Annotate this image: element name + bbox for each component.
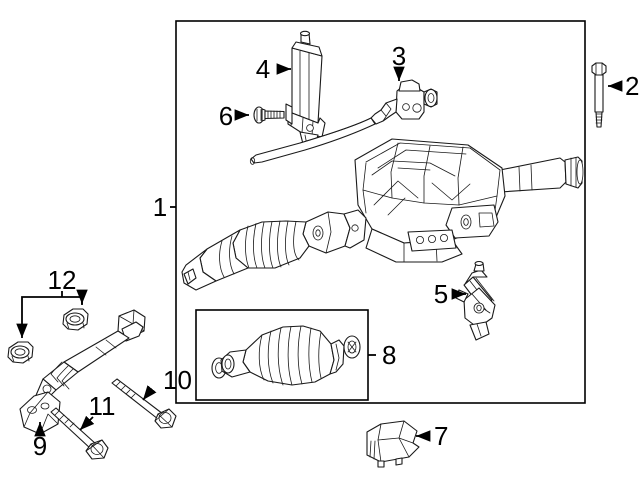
- callout-5-label: 5: [434, 279, 448, 309]
- callout-10-leader: [142, 385, 157, 401]
- callout-10-label: 10: [163, 365, 192, 395]
- part-11-flange-bolt: [50, 407, 109, 460]
- callout-4-label: 4: [256, 54, 270, 84]
- callout-12-bracket-leader: [16, 289, 88, 338]
- callout-3-label: 3: [392, 41, 406, 71]
- callout-7-label: 7: [434, 421, 448, 451]
- part-2-long-hex-bolt: [591, 62, 607, 128]
- callout-1-label: 1: [153, 192, 167, 222]
- wire-harness-cable: [249, 117, 376, 165]
- callout-9-label: 9: [33, 431, 47, 461]
- part-1-steering-column: [181, 138, 584, 291]
- callout-6-label: 6: [219, 101, 233, 131]
- callout-11-label: 11: [89, 391, 116, 421]
- part-12-grommet-right: [62, 308, 89, 331]
- callout-11-leader: [79, 415, 95, 431]
- callout-8-label: 8: [382, 340, 396, 370]
- part-10-flange-bolt: [111, 378, 177, 429]
- callout-2-label: 2: [625, 71, 639, 101]
- part-3-ignition-lock: [370, 79, 438, 125]
- callout-12-label: 12: [48, 265, 77, 295]
- part-9-intermediate-shaft: [19, 309, 146, 435]
- part-12-grommet-left: [7, 341, 34, 364]
- part-6-flange-screw: [253, 106, 285, 124]
- part-8-boot-seal-kit: [211, 325, 361, 386]
- part-7-control-module: [366, 420, 420, 468]
